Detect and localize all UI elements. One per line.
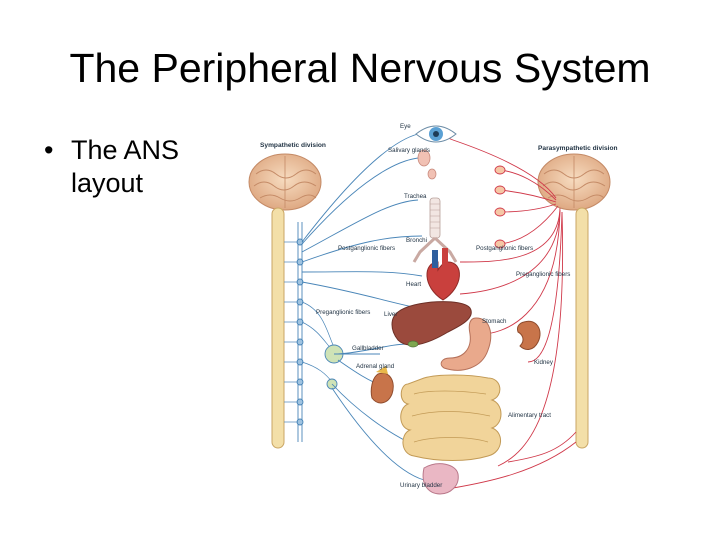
label-sym-preganglionic: Preganglionic fibers <box>316 309 370 316</box>
gallbladder-icon <box>408 341 418 347</box>
sympathetic-chain <box>297 222 303 442</box>
alimentary-tract-icon <box>401 375 501 461</box>
label-sym-postganglionic: Postganglionic fibers <box>338 245 395 252</box>
urinary-bladder-icon <box>423 464 458 494</box>
kidney-icon <box>517 321 540 349</box>
label-kidney: Kidney <box>534 359 554 366</box>
parasympathetic-spinal-cord <box>576 208 588 448</box>
parasympathetic-division-label: Parasympathetic division <box>538 145 618 152</box>
sympathetic-spinal-cord <box>272 208 284 448</box>
sympathetic-preganglionic-lines <box>284 242 338 422</box>
heart-icon <box>427 248 459 300</box>
sympathetic-brain <box>249 154 321 210</box>
liver-icon <box>392 302 471 345</box>
label-heart: Heart <box>406 281 421 288</box>
label-para-preganglionic: Preganglionic fibers <box>516 271 570 278</box>
parasympathetic-brain <box>538 154 610 210</box>
collateral-ganglia <box>325 345 343 389</box>
label-eye: Eye <box>400 123 411 130</box>
label-stomach: Stomach <box>482 318 507 325</box>
eye-icon <box>416 126 456 142</box>
ans-diagram: Sympathetic division Parasympathetic div… <box>238 112 620 508</box>
salivary-gland-2-icon <box>428 169 436 179</box>
label-adrenal-gland: Adrenal gland <box>356 363 395 370</box>
parasympathetic-ganglia <box>495 166 505 248</box>
label-liver: Liver <box>384 311 397 318</box>
page-title: The Peripheral Nervous System <box>0 44 720 92</box>
label-trachea: Trachea <box>404 193 427 200</box>
label-para-postganglionic: Postganglionic fibers <box>476 245 533 252</box>
trachea-icon <box>430 198 440 238</box>
adrenal-gland-icon <box>371 366 393 403</box>
label-alimentary-tract: Alimentary tract <box>508 412 551 419</box>
label-gallbladder: Gallbladder <box>352 345 384 352</box>
sympathetic-division-label: Sympathetic division <box>260 142 326 149</box>
bullet-item: • The ANS layout <box>40 134 220 200</box>
bullet-list: • The ANS layout <box>40 134 220 200</box>
bullet-text: The ANS layout <box>71 135 179 198</box>
label-urinary-bladder: Urinary bladder <box>400 482 442 489</box>
label-salivary-glands: Salivary glands <box>388 147 430 154</box>
label-bronchi: Bronchi <box>406 237 427 244</box>
bullet-dot-icon: • <box>44 134 53 167</box>
